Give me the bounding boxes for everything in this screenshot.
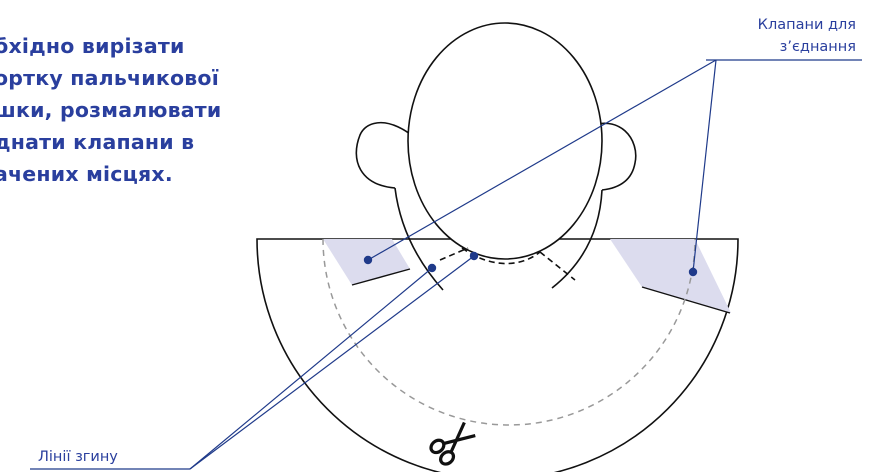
leader-dot-left-fold [428,264,436,272]
head-oval [408,23,602,259]
leader-dot-right-tab [689,268,697,276]
leader-dot-center-fold [470,252,478,260]
leader-dot-left-tab [364,256,372,264]
